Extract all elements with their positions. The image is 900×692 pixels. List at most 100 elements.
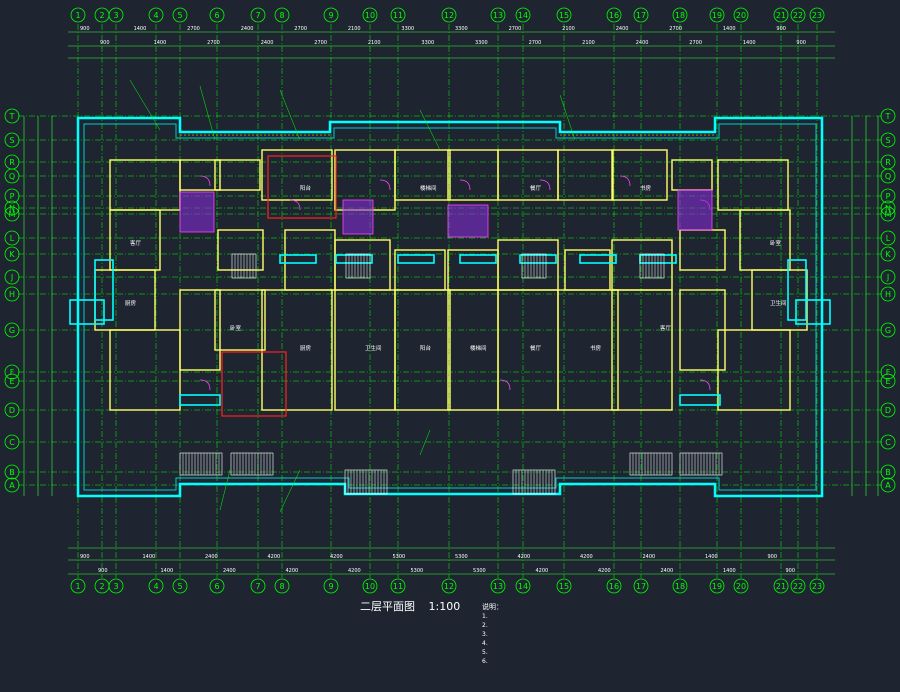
stair xyxy=(629,452,673,476)
dimension-value: 2700 xyxy=(529,40,542,46)
axis-bubble xyxy=(274,7,290,23)
wall xyxy=(179,289,221,371)
axis-label: 14 xyxy=(518,11,528,20)
dimension-value: 2400 xyxy=(616,26,629,32)
axis-label: Q xyxy=(885,172,891,181)
axis-label: T xyxy=(885,112,891,121)
wall xyxy=(217,229,264,271)
axis-label: N xyxy=(9,204,15,213)
axis-bubble xyxy=(790,578,806,594)
dimension-value: 2700 xyxy=(689,40,702,46)
axis-label: Q xyxy=(9,172,15,181)
room-label: 楼梯间 xyxy=(420,184,437,192)
axis-bubble xyxy=(390,7,406,23)
axis-label: C xyxy=(885,438,891,447)
axis-label: 3 xyxy=(113,582,118,591)
note-line: 3. xyxy=(482,631,488,638)
dimension-value: 3300 xyxy=(455,26,468,32)
axis-label: 8 xyxy=(279,11,284,20)
axis-label: 6 xyxy=(214,582,219,591)
axis-label: 18 xyxy=(675,11,685,20)
axis-label: 19 xyxy=(712,11,722,20)
axis-bubble xyxy=(4,322,20,338)
door-swing xyxy=(539,179,551,191)
wall xyxy=(394,149,451,201)
axis-label: 14 xyxy=(518,582,528,591)
wall-cyan xyxy=(459,254,497,264)
wall xyxy=(557,149,614,201)
room-label: 阳台 xyxy=(300,184,312,192)
axis-bubble xyxy=(4,286,20,302)
dimension-value: 4200 xyxy=(598,568,611,574)
leader-line xyxy=(199,85,216,141)
axis-bubble xyxy=(441,578,457,594)
axis-label: 4 xyxy=(153,11,158,20)
axis-bubble xyxy=(323,578,339,594)
dimension-value: 1400 xyxy=(743,40,756,46)
room-label: 卧室 xyxy=(230,324,242,332)
leader-line xyxy=(559,94,576,141)
wall-cyan xyxy=(679,394,721,406)
room-label: 卫生间 xyxy=(365,344,382,352)
axis-bubble xyxy=(172,7,188,23)
room-labels: 客厅卧室厨房卫生间阳台楼梯间餐厅书房客厅卧室厨房卫生间阳台楼梯间餐厅书房 xyxy=(125,184,787,352)
axis-label: B xyxy=(9,468,15,477)
dimension-value: 900 xyxy=(776,26,786,32)
axis-bubble xyxy=(633,578,649,594)
axis-bubble xyxy=(880,464,896,480)
dimension-value: 2100 xyxy=(368,40,381,46)
axis-bubble xyxy=(4,206,20,222)
axis-bubble xyxy=(880,200,896,216)
dimension-value: 4200 xyxy=(268,554,281,560)
wall-cyan xyxy=(179,394,221,406)
note-line: 1. xyxy=(482,613,488,620)
wall-cyan xyxy=(69,299,105,325)
axis-bubble xyxy=(880,322,896,338)
note-line: 6. xyxy=(482,658,488,665)
axis-bubble xyxy=(809,578,825,594)
axis-bubble xyxy=(390,578,406,594)
axis-label: 9 xyxy=(328,582,333,591)
axis-label: 4 xyxy=(153,582,158,591)
axis-label: F xyxy=(10,368,15,377)
axis-label: 19 xyxy=(712,582,722,591)
dimension-value: 5300 xyxy=(455,554,468,560)
axis-label: 8 xyxy=(279,582,284,591)
axis-bubble xyxy=(250,7,266,23)
axis-label: G xyxy=(9,326,15,335)
axis-label: H xyxy=(9,290,15,299)
room-label: 餐厅 xyxy=(530,184,542,192)
axis-bubble xyxy=(880,230,896,246)
drawing-caption: 二层平面图 1:100 xyxy=(360,598,460,614)
axis-label: 6 xyxy=(214,11,219,20)
axis-label: 15 xyxy=(559,582,569,591)
wet-rooms xyxy=(179,189,713,238)
axis-bubble xyxy=(209,7,225,23)
dimension-value: 1400 xyxy=(143,554,156,560)
axis-bubble xyxy=(809,7,825,23)
axis-label: L xyxy=(10,234,15,243)
axis-label: 20 xyxy=(736,582,746,591)
axis-label: H xyxy=(885,290,891,299)
wall xyxy=(717,329,791,411)
axis-label: A xyxy=(885,481,891,490)
axis-bubble xyxy=(209,578,225,594)
axis-bubble xyxy=(880,373,896,389)
room-label: 卧室 xyxy=(770,239,782,247)
wall xyxy=(611,149,668,201)
dimension-value: 4200 xyxy=(580,554,593,560)
axis-bubble xyxy=(672,578,688,594)
axis-bubble xyxy=(4,364,20,380)
axis-label: N xyxy=(885,204,891,213)
axis-label: 9 xyxy=(328,11,333,20)
room-label: 卫生间 xyxy=(770,299,787,307)
axis-label: 5 xyxy=(177,11,182,20)
axis-label: 22 xyxy=(793,11,803,20)
axis-label: S xyxy=(9,136,14,145)
axis-bubble xyxy=(606,7,622,23)
axis-bubble xyxy=(108,7,124,23)
dimension-value: 1400 xyxy=(154,40,167,46)
dimension-value: 1400 xyxy=(134,26,147,32)
dimension-value: 2400 xyxy=(661,568,674,574)
stair xyxy=(521,253,547,279)
